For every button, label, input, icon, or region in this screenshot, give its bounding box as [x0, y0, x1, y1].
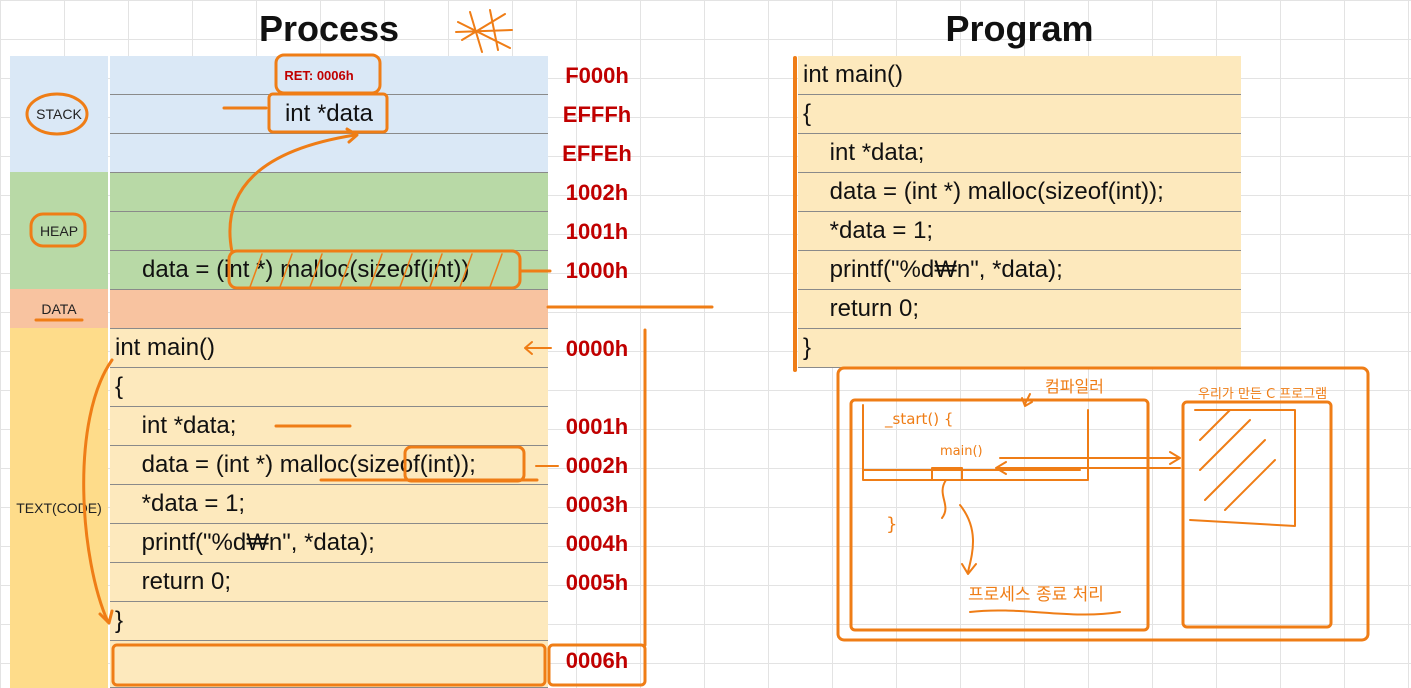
address-label: F000h	[565, 63, 629, 88]
data-segment: DATA	[10, 289, 108, 328]
text-label: TEXT(CODE)	[16, 500, 102, 516]
process-row: data = (int *) malloc(sizeof(int));	[110, 446, 548, 485]
process-row	[110, 134, 548, 173]
heap-segment: HEAP	[10, 172, 108, 289]
process-row	[110, 290, 548, 329]
address-label: 0004h	[565, 531, 629, 556]
address-label: 1002h	[565, 180, 629, 205]
process-row: int main()	[110, 329, 548, 368]
process-row: *data = 1;	[110, 485, 548, 524]
main-call-label: main()	[940, 444, 983, 459]
compiler-label: 컴파일러	[1045, 377, 1104, 396]
address-label: 1000h	[565, 258, 629, 283]
address-label: 0006h	[565, 648, 629, 673]
heap-label: HEAP	[39, 222, 79, 239]
program-row: int *data;	[798, 134, 1241, 173]
program-box	[1181, 400, 1333, 629]
process-title: Process	[258, 8, 400, 49]
program-title: Program	[945, 8, 1094, 49]
address-label: 0002h	[565, 453, 629, 478]
process-row: printf("%d₩n", *data);	[110, 524, 548, 563]
address-label: 0001h	[565, 414, 629, 439]
process-row	[110, 641, 548, 688]
address-label: 0000h	[565, 336, 629, 361]
program-row: return 0;	[798, 290, 1241, 329]
address-label: 1001h	[565, 219, 629, 244]
address-label: EFFFh	[562, 102, 632, 127]
address-label: 0005h	[565, 570, 629, 595]
our-program-label: 우리가 만든 C 프로그램	[1198, 387, 1328, 402]
program-row: *data = 1;	[798, 212, 1241, 251]
close-brace-label: }	[886, 514, 898, 535]
process-row	[110, 212, 548, 251]
process-row: return 0;	[110, 563, 548, 602]
process-row	[110, 173, 548, 212]
process-row: data = (int *) malloc(sizeof(int))	[110, 251, 548, 290]
program-row: data = (int *) malloc(sizeof(int));	[798, 173, 1241, 212]
program-row: printf("%d₩n", *data);	[798, 251, 1241, 290]
start-label: _start() {	[885, 410, 954, 428]
address-label: EFFEh	[562, 141, 632, 166]
stack-label: STACK	[36, 106, 82, 122]
data-label: DATA	[41, 300, 77, 317]
text-segment: TEXT(CODE)	[10, 328, 108, 688]
process-row: {	[110, 368, 548, 407]
program-row: }	[798, 329, 1241, 368]
process-row: }	[110, 602, 548, 641]
process-row: int *data	[110, 95, 548, 134]
program-row: int main()	[798, 56, 1241, 95]
program-row: {	[798, 95, 1241, 134]
process-row: RET: 0006h	[110, 56, 548, 95]
stack-segment: STACK	[10, 56, 108, 172]
process-row: int *data;	[110, 407, 548, 446]
process-exit-label: 프로세스 종료 처리	[968, 585, 1104, 605]
address-label: 0003h	[565, 492, 629, 517]
